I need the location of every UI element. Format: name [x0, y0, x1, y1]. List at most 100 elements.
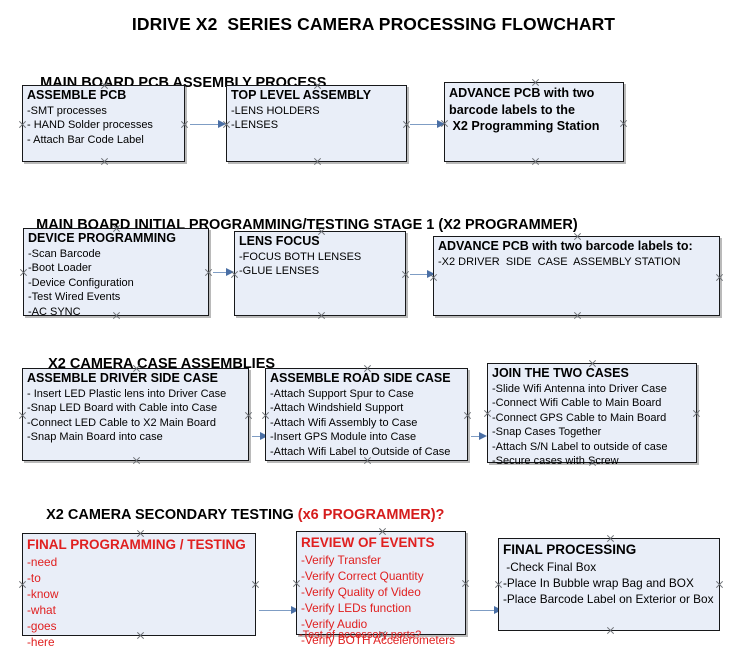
- connector-handle-bottom[interactable]: [573, 311, 582, 320]
- node-line: - HAND Solder processes: [27, 119, 153, 132]
- node-line: -Attach S/N Label to outside of case: [492, 440, 668, 453]
- node-title: JOIN THE TWO CASES: [492, 366, 629, 380]
- node-title: ASSEMBLE ROAD SIDE CASE: [270, 371, 451, 385]
- node-line: -X2 DRIVER SIDE CASE ASSEMBLY STATION: [438, 256, 681, 268]
- node-title: LENS FOCUS: [239, 234, 320, 248]
- connector-line: [213, 272, 229, 273]
- node-line: -goes: [27, 619, 57, 633]
- connector-handle-bottom[interactable]: [132, 456, 141, 465]
- node-assemble-road-side-case[interactable]: ASSEMBLE ROAD SIDE CASE -Attach Support …: [265, 368, 468, 461]
- page-title: IDRIVE X2 SERIES CAMERA PROCESSING FLOWC…: [131, 14, 616, 34]
- node-line: -what: [27, 603, 56, 617]
- node-title: FINAL PROCESSING: [503, 542, 637, 557]
- section-heading-accent: (x6 PROGRAMMER)?: [297, 507, 445, 523]
- node-line: -Check Final Box: [503, 560, 597, 574]
- node-title: ADVANCE PCB with two barcode labels to t…: [449, 86, 600, 133]
- connector-handle-left[interactable]: [261, 411, 270, 420]
- connector-line: [190, 124, 220, 125]
- connector-arrowhead: [291, 606, 299, 614]
- node-line: -FOCUS BOTH LENSES: [239, 251, 362, 263]
- connector-arrowhead: [226, 268, 234, 276]
- node-line: -Attach Wifi Assembly to Case: [270, 416, 418, 429]
- node-line: -Secure cases with Screw: [492, 455, 619, 468]
- connector-handle-right[interactable]: [715, 273, 724, 282]
- section-heading-text: X2 CAMERA SECONDARY TESTING: [46, 507, 298, 523]
- node-line: -GLUE LENSES: [239, 265, 320, 278]
- node-advance-pcb-driver-side-case[interactable]: ADVANCE PCB with two barcode labels to: …: [433, 236, 720, 316]
- node-title: TOP LEVEL ASSEMBLY: [231, 88, 372, 102]
- node-line: -know: [27, 587, 59, 601]
- node-line: -LENSES: [231, 119, 279, 132]
- node-title: ASSEMBLE DRIVER SIDE CASE: [27, 371, 219, 385]
- connector-handle-left[interactable]: [18, 120, 27, 129]
- connector-arrowhead: [427, 270, 435, 278]
- node-line: -Attach Wifi Label to Outside of Case: [270, 445, 451, 458]
- connector-line: [410, 274, 430, 275]
- node-final-processing[interactable]: FINAL PROCESSING -Check Final Box -Place…: [498, 538, 720, 631]
- node-title: DEVICE PROGRAMMING: [28, 231, 176, 245]
- connector-handle-bottom[interactable]: [313, 157, 322, 166]
- node-line: -Snap LED Board with Cable into Case: [27, 402, 218, 415]
- node-review-of-events-overflow-line: -Test of accessory ports?: [299, 629, 422, 641]
- node-line: -Place In Bubble wrap Bag and BOX: [503, 576, 694, 590]
- connector-handle-bottom[interactable]: [606, 626, 615, 635]
- node-line: -Connect Wifi Cable to Main Board: [492, 397, 662, 410]
- connector-line: [471, 436, 485, 437]
- node-final-programming-testing[interactable]: FINAL PROGRAMMING / TESTING -need -to -k…: [22, 533, 256, 649]
- node-line: -Snap Cases Together: [492, 426, 602, 439]
- node-line: -Connect LED Cable to X2 Main Board: [27, 416, 216, 429]
- node-line: -Scan Barcode: [28, 248, 101, 260]
- connector-handle-left[interactable]: [483, 409, 492, 418]
- connector-line: [259, 610, 295, 611]
- section-heading-secondary-testing: X2 CAMERA SECONDARY TESTING (x6 PROGRAMM…: [30, 491, 444, 539]
- node-line: -Verify BOTH Accelerometers: [301, 633, 456, 647]
- node-line: - Insert LED Plastic lens into Driver Ca…: [27, 388, 227, 400]
- node-advance-pcb-programming-station[interactable]: ADVANCE PCB with two barcode labels to t…: [444, 82, 624, 162]
- connector-line: [470, 610, 498, 611]
- connector-line: [410, 124, 440, 125]
- connector-handle-left[interactable]: [494, 580, 503, 589]
- connector-line: [252, 436, 266, 437]
- node-line: -here: [27, 635, 55, 649]
- node-assemble-pcb[interactable]: ASSEMBLE PCB -SMT processes - HAND Solde…: [22, 85, 185, 162]
- node-line: -Attach Support Spur to Case: [270, 388, 414, 400]
- node-title: ASSEMBLE PCB: [27, 88, 127, 102]
- node-join-the-two-cases[interactable]: JOIN THE TWO CASES -Slide Wifi Antenna i…: [487, 363, 697, 467]
- node-title: ADVANCE PCB with two barcode labels to:: [438, 239, 693, 253]
- node-line: -to: [27, 571, 41, 585]
- node-line: - Attach Bar Code Label: [27, 133, 144, 146]
- node-line: -AC SYNC: [28, 305, 81, 318]
- connector-arrowhead: [437, 120, 445, 128]
- node-device-programming[interactable]: DEVICE PROGRAMMING -Scan Barcode -Boot L…: [23, 228, 209, 318]
- connector-arrowhead: [260, 432, 268, 440]
- connector-handle-bottom[interactable]: [531, 157, 540, 166]
- connector-handle-left[interactable]: [18, 580, 27, 589]
- connector-handle-left[interactable]: [18, 411, 27, 420]
- node-line: -Connect GPS Cable to Main Board: [492, 411, 667, 424]
- connector-handle-left[interactable]: [19, 268, 28, 277]
- node-line: -Boot Loader: [28, 262, 92, 275]
- node-line: -Place Barcode Label on Exterior or Box: [503, 592, 714, 606]
- node-line: -Slide Wifi Antenna into Driver Case: [492, 383, 667, 395]
- connector-arrowhead: [218, 120, 226, 128]
- node-top-level-assembly[interactable]: TOP LEVEL ASSEMBLY -LENS HOLDERS -LENSES: [226, 85, 407, 162]
- node-lens-focus[interactable]: LENS FOCUS -FOCUS BOTH LENSES -GLUE LENS…: [234, 231, 406, 316]
- node-review-of-events[interactable]: REVIEW OF EVENTS -Verify Transfer -Verif…: [296, 531, 466, 647]
- connector-handle-bottom[interactable]: [100, 157, 109, 166]
- node-line: -Insert GPS Module into Case: [270, 431, 417, 444]
- node-line: -Test Wired Events: [28, 291, 121, 304]
- connector-arrowhead: [479, 432, 487, 440]
- node-title: FINAL PROGRAMMING / TESTING: [27, 537, 246, 552]
- node-line: -Device Configuration: [28, 276, 134, 289]
- node-line: -Verify Audio: [301, 617, 368, 631]
- node-line: -SMT processes: [27, 105, 107, 117]
- node-assemble-driver-side-case[interactable]: ASSEMBLE DRIVER SIDE CASE - Insert LED P…: [22, 368, 249, 461]
- node-line: -need: [27, 555, 58, 569]
- node-line: -Verify Quality of Video: [301, 585, 421, 599]
- node-line: -Verify Transfer: [301, 553, 381, 567]
- connector-handle-left[interactable]: [292, 579, 301, 588]
- node-line: -Snap Main Board into case: [27, 431, 163, 444]
- connector-handle-bottom[interactable]: [317, 311, 326, 320]
- node-line: -Verify Correct Quantity: [301, 569, 424, 583]
